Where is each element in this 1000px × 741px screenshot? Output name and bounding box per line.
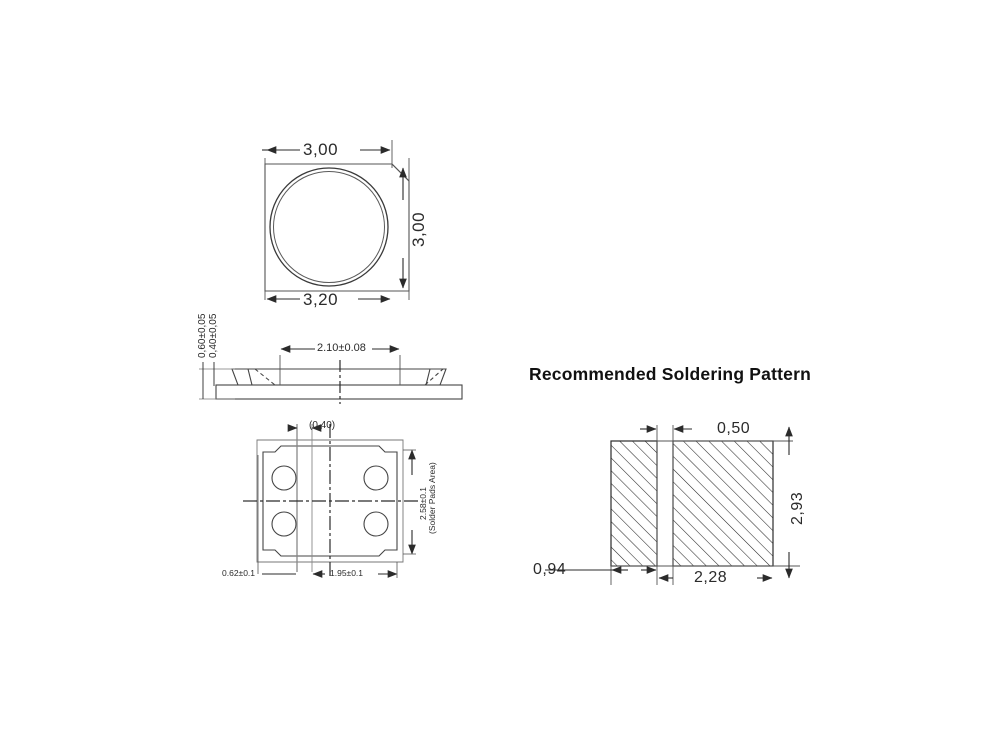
soldering-dim-gap: 0,50	[717, 420, 751, 437]
soldering-dim-height: 2,93	[789, 491, 806, 525]
side-view-dim-total-height: 0,60±0,05	[197, 313, 208, 358]
bottom-view-dim-left: 0.62±0.1	[222, 568, 256, 578]
top-view-group	[262, 140, 410, 303]
bottom-view-dim-top-offset: (0.40)	[309, 420, 336, 431]
top-view-dim-height-right: 3,00	[409, 211, 428, 247]
top-view-dim-width-top: 3,00	[303, 140, 339, 159]
soldering-dim-right-pad-width: 2,28	[694, 569, 728, 586]
side-view-dim-base-height: 0,40±0,05	[208, 313, 219, 358]
soldering-dim-left-pad-width: 0,94	[533, 561, 567, 578]
bottom-view-group	[243, 424, 420, 578]
soldering-pattern-group	[545, 425, 800, 585]
top-view-dim-width-bottom: 3,20	[303, 290, 339, 309]
soldering-pattern-title: Recommended Soldering Pattern	[529, 364, 811, 384]
side-view-dim-body-width: 2.10±0.08	[317, 342, 366, 354]
bottom-view-dim-right-note: (Solder Pads Area)	[427, 462, 437, 534]
side-view-group	[199, 345, 463, 404]
bottom-view-dim-bottom: 1.95±0.1	[330, 568, 364, 578]
